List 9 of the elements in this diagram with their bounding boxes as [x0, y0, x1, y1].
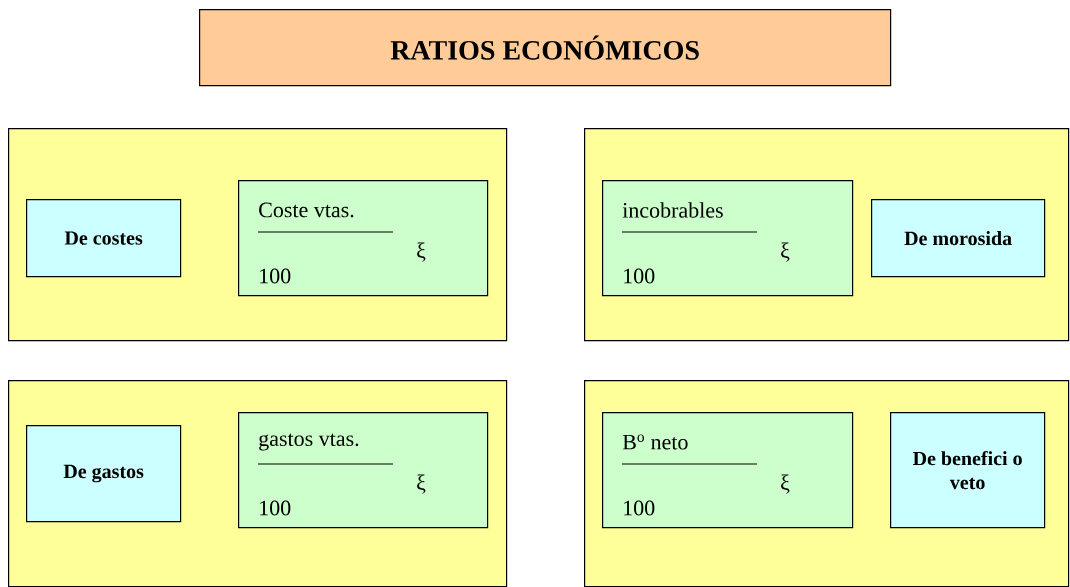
ratio-name-box: De morosida [871, 199, 1046, 278]
title-box: RATIOS ECONÓMICOS [199, 9, 892, 87]
formula-box: incobrables ξ 100 [602, 180, 854, 297]
formula-box: gastos vtas. ξ 100 [238, 412, 489, 529]
formula-box: Coste vtas. ξ 100 [238, 180, 489, 297]
ratio-name-box: De benefici o veto [890, 412, 1046, 529]
ratio-name-box: De gastos [26, 425, 182, 523]
formula-box: B$^{o}$ neto ξ 100 [602, 412, 854, 529]
ratio-name-box: De costes [26, 199, 182, 278]
